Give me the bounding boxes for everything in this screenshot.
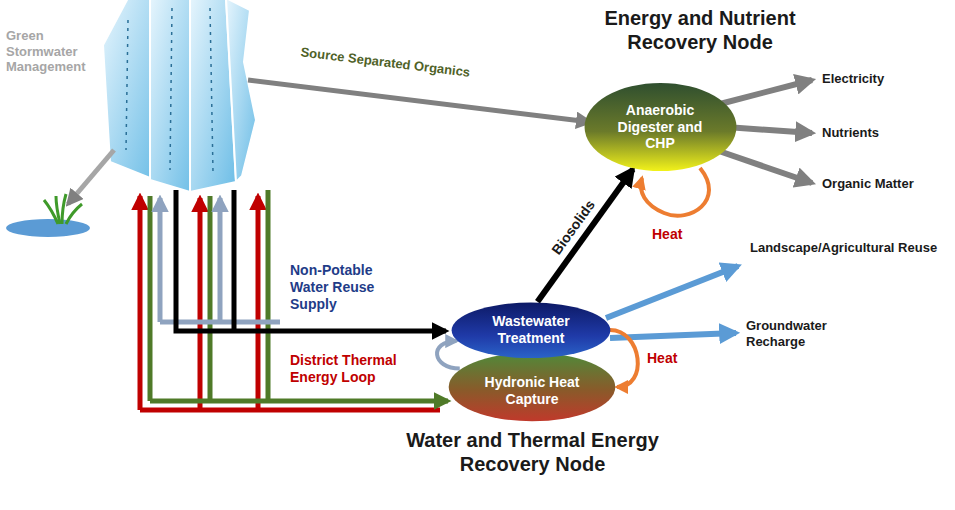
edge-label: Biosolids: [549, 197, 599, 258]
text-label: District Thermal Energy Loop: [290, 352, 420, 386]
node-label: Anaerobic Digester and CHP: [610, 102, 710, 152]
building: [103, 0, 256, 192]
heat-loop: [641, 168, 709, 216]
flow-arrow: [537, 169, 632, 302]
process-ellipse: Hydronic Heat Capture: [447, 352, 617, 422]
pond: [6, 219, 90, 237]
grass: [44, 194, 82, 224]
flow-arrow: [610, 330, 638, 387]
process-ellipse: Wastewater Treatment: [450, 302, 612, 359]
text-label: Source Separated Organics: [300, 44, 510, 85]
node-text-group: Anaerobic Digester and CHP: [610, 102, 710, 152]
text-label: Electricity: [822, 71, 942, 87]
text-label: Groundwater Recharge: [746, 318, 851, 349]
node-text-group: Hydronic Heat Capture: [477, 366, 587, 408]
organics-arrow: [248, 80, 590, 122]
flow-arrow: [437, 341, 460, 368]
windows: [126, 8, 213, 172]
text-label: Landscape/Agricultural Reuse: [750, 240, 950, 256]
text-label: Nutrients: [822, 125, 942, 141]
text-label: Energy and Nutrient Recovery Node: [570, 6, 830, 54]
stormwater-arrow: [68, 150, 114, 204]
edge-label: Heat: [647, 350, 677, 367]
process-ellipse: Anaerobic Digester and CHP: [583, 82, 738, 172]
text-label: Heat: [652, 226, 712, 243]
pipes: [140, 190, 448, 410]
node-text-group: Wastewater Treatment: [481, 313, 581, 347]
node-label: Hydronic Heat Capture: [477, 374, 587, 408]
text-label: Organic Matter: [822, 176, 947, 192]
text-label: Water and Thermal Energy Recovery Node: [390, 428, 675, 476]
node-label: Wastewater Treatment: [481, 313, 581, 347]
reuse-arrows: [606, 266, 738, 338]
text-label: Non-Potable Water Reuse Supply: [290, 262, 395, 312]
text-label: Green Stormwater Management: [6, 28, 102, 75]
